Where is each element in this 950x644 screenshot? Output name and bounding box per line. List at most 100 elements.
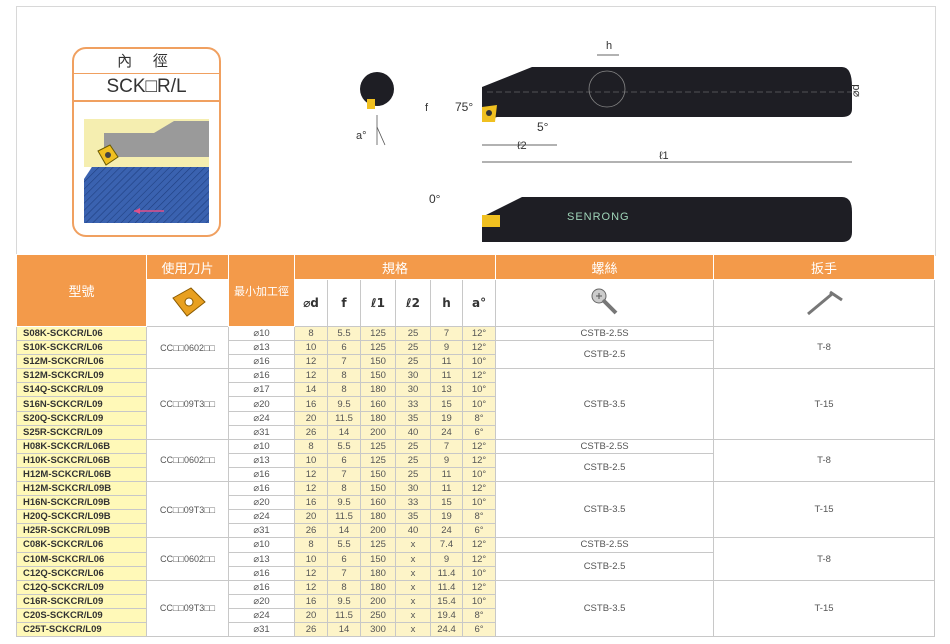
spec-cell-a: 12° xyxy=(461,481,497,497)
spec-cell-l2: 25 xyxy=(395,466,431,483)
spec-cell-f: 5.5 xyxy=(327,537,361,553)
spec-cell-l1: 150 xyxy=(360,551,396,567)
screw-cell: CSTB-3.5 xyxy=(495,481,715,539)
wrench-cell: T-8 xyxy=(713,438,936,483)
spec-cell-a: 12° xyxy=(461,579,497,595)
spec-cell-h: 7 xyxy=(430,325,463,342)
spec-header-h: h xyxy=(430,279,463,327)
spec-cell-a: 10° xyxy=(461,382,497,398)
spec-cell-f: 6 xyxy=(327,551,361,567)
spec-cell-h: 15 xyxy=(430,495,463,511)
wrench-cell: T-15 xyxy=(713,481,936,539)
min-bore-cell: ⌀16 xyxy=(228,565,295,581)
spec-cell-l2: 25 xyxy=(395,354,431,370)
spec-cell-l1: 180 xyxy=(360,565,396,581)
insert-cell: CC□□0602□□ xyxy=(146,537,229,581)
label-l2: ℓ2 xyxy=(517,140,527,152)
spec-cell-f: 14 xyxy=(327,621,361,638)
min-bore-cell: ⌀31 xyxy=(228,424,295,440)
spec-cell-l2: x xyxy=(395,537,431,553)
spec-cell-l2: 25 xyxy=(395,438,431,454)
min-bore-cell: ⌀24 xyxy=(228,607,295,623)
spec-cell-a: 6° xyxy=(461,621,497,638)
label-brand: SENRONG xyxy=(567,211,630,223)
spec-cell-l2: 30 xyxy=(395,368,431,384)
spec-cell-l2: x xyxy=(395,593,431,609)
spec-cell-d: 16 xyxy=(294,593,328,609)
min-bore-cell: ⌀16 xyxy=(228,579,295,595)
model-cell: H12M-SCKCR/L06B xyxy=(16,466,147,483)
spec-cell-l1: 125 xyxy=(360,325,396,342)
spec-cell-f: 14 xyxy=(327,424,361,440)
header-min-bore: 最小加工徑 xyxy=(228,254,295,327)
min-bore-cell: ⌀10 xyxy=(228,438,295,454)
spec-cell-h: 24.4 xyxy=(430,621,463,638)
spec-cell-h: 24 xyxy=(430,523,463,539)
model-cell: S14Q-SCKCR/L09 xyxy=(16,382,147,398)
spec-cell-l1: 150 xyxy=(360,354,396,370)
label-h: h xyxy=(606,40,612,52)
spec-cell-l2: 33 xyxy=(395,396,431,412)
spec-cell-d: 12 xyxy=(294,466,328,483)
spec-header-a: a° xyxy=(461,279,497,327)
spec-cell-h: 11.4 xyxy=(430,579,463,595)
spec-cell-l1: 160 xyxy=(360,396,396,412)
spec-cell-d: 20 xyxy=(294,607,328,623)
spec-cell-d: 12 xyxy=(294,565,328,581)
spec-cell-a: 12° xyxy=(461,325,497,342)
spec-header-l2: ℓ2 xyxy=(395,279,431,327)
model-cell: H12M-SCKCR/L09B xyxy=(16,481,147,497)
spec-cell-l1: 200 xyxy=(360,593,396,609)
spec-cell-h: 19 xyxy=(430,509,463,525)
spec-cell-a: 8° xyxy=(461,607,497,623)
spec-cell-f: 6 xyxy=(327,340,361,356)
spec-cell-f: 8 xyxy=(327,382,361,398)
model-cell: H20Q-SCKCR/L09B xyxy=(16,509,147,525)
spec-cell-l2: 35 xyxy=(395,509,431,525)
model-cell: S16N-SCKCR/L09 xyxy=(16,396,147,412)
spec-cell-l1: 150 xyxy=(360,368,396,384)
spec-header-f: f xyxy=(327,279,361,327)
insert-cell: CC□□09T3□□ xyxy=(146,368,229,440)
model-cell: S25R-SCKCR/L09 xyxy=(16,424,147,440)
spec-cell-d: 8 xyxy=(294,325,328,342)
spec-cell-l2: 40 xyxy=(395,523,431,539)
spec-cell-h: 11 xyxy=(430,481,463,497)
spec-cell-l2: x xyxy=(395,621,431,638)
spec-cell-a: 8° xyxy=(461,509,497,525)
label-l1: ℓ1 xyxy=(659,150,669,162)
spec-cell-h: 24 xyxy=(430,424,463,440)
spec-cell-l1: 300 xyxy=(360,621,396,638)
label-d: ⌀d xyxy=(850,84,862,97)
wrench-cell: T-15 xyxy=(713,368,936,440)
wrench-cell: T-8 xyxy=(713,537,936,581)
min-bore-cell: ⌀24 xyxy=(228,509,295,525)
spec-cell-f: 9.5 xyxy=(327,495,361,511)
spec-cell-l2: 30 xyxy=(395,382,431,398)
screw-icon xyxy=(591,288,617,314)
spec-cell-l2: x xyxy=(395,551,431,567)
min-bore-cell: ⌀16 xyxy=(228,368,295,384)
spec-cell-l2: 25 xyxy=(395,325,431,342)
spec-cell-a: 8° xyxy=(461,410,497,426)
spec-cell-d: 12 xyxy=(294,579,328,595)
spec-cell-f: 6 xyxy=(327,452,361,468)
spec-cell-l1: 180 xyxy=(360,509,396,525)
min-bore-cell: ⌀20 xyxy=(228,593,295,609)
spec-cell-h: 15 xyxy=(430,396,463,412)
spec-cell-h: 11 xyxy=(430,354,463,370)
insert-cell: CC□□0602□□ xyxy=(146,325,229,370)
spec-cell-l1: 200 xyxy=(360,424,396,440)
model-cell: C20S-SCKCR/L09 xyxy=(16,607,147,623)
header-insert: 使用刀片 xyxy=(146,254,229,280)
screw-image xyxy=(495,279,715,327)
model-cell: C16R-SCKCR/L09 xyxy=(16,593,147,609)
insert-cell: CC□□09T3□□ xyxy=(146,481,229,539)
model-cell: C25T-SCKCR/L09 xyxy=(16,621,147,638)
spec-cell-l1: 250 xyxy=(360,607,396,623)
spec-cell-a: 10° xyxy=(461,565,497,581)
